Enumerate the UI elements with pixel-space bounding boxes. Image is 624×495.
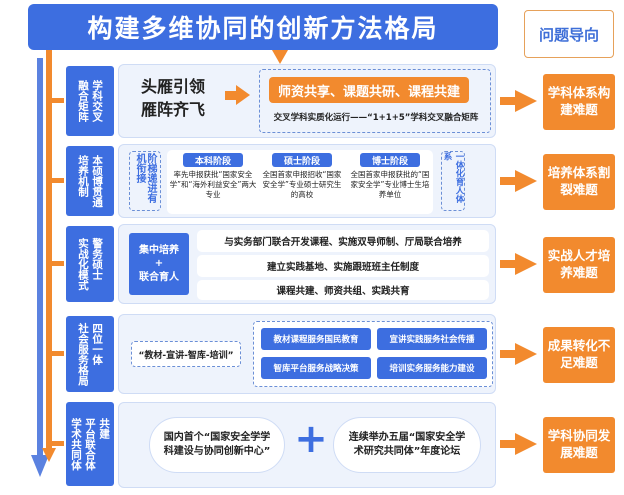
spine-orange-arrow [42, 448, 56, 462]
row2-stage-2: 硕士阶段 全国首家申报招收“国家安全学”专业硕士研究生的高校 [259, 153, 345, 200]
row2-stage-3: 博士阶段 全国首家申报获批的“国家安全学”专业博士生培养单位 [347, 153, 433, 200]
stage-undergrad-desc: 率先申报获批“国家安全学”和“海外利益安全”两大专业 [169, 170, 257, 200]
row2-arrow-stem [500, 177, 516, 185]
row5-label-col2: 平台联合体 [84, 417, 97, 471]
stage-master-desc: 全国首家申报招收“国家安全学”专业硕士研究生的高校 [262, 170, 342, 200]
row4-item-1: 教材课程服务国民教育 [261, 328, 371, 350]
row2-stage-1: 本科阶段 率先申报获批“国家安全学”和“海外利益安全”两大专业 [169, 153, 257, 200]
spine-top-connector [46, 50, 52, 58]
row2-right-tag: 一体化育人体系 [442, 152, 464, 203]
row4-arrow-icon [515, 343, 537, 365]
row1-slogan-line1: 头雁引领 [141, 77, 206, 96]
row2-left-tag: 阶梯递进有机衔接 [134, 153, 156, 203]
row2-label-col1: 培养机制 [77, 154, 89, 197]
row2-left-tag-frame: 阶梯递进有机衔接 [129, 151, 161, 211]
row1-dashed-frame [259, 69, 491, 133]
problem-box-2: 培养体系割裂难题 [543, 154, 615, 210]
row5-label-col3: 共建 [98, 417, 111, 439]
row1-inner-arrow-icon [236, 85, 250, 105]
row4-panel: “教材-宣讲-智库-培训” 教材课程服务国民教育 宣讲实践服务社会传播 智库平台… [118, 314, 496, 394]
row2-spine-tick [52, 178, 64, 183]
row3-mode-top: 集中培养 [139, 244, 179, 256]
row1-spine-tick [52, 98, 64, 103]
row5-label: 学术共同体 平台联合体 共建 [66, 402, 114, 486]
row2-label: 培养机制 本硕博贯通 [66, 146, 114, 216]
row3-label-col1: 实战化模式 [77, 237, 89, 291]
stage-doctor-desc: 全国首家申报获批的“国家安全学”专业博士生培养单位 [350, 170, 430, 200]
row4-spine-tick [52, 351, 64, 356]
row1-highlight: 师资共享、课题共研、课程共建 [269, 77, 469, 103]
row3-mode-plus: + [154, 258, 164, 270]
row1-label-col2: 学科交叉 [91, 80, 104, 122]
row1-inner-arrow-stem [225, 91, 237, 100]
stage-undergrad-title: 本科阶段 [183, 153, 243, 167]
row3-mode-button: 集中培养 + 联合育人 [129, 233, 189, 295]
row5-arrow-icon [515, 433, 537, 455]
row5-arrow-stem [500, 440, 516, 448]
row5-panel: 国内首个“国家安全学学科建设与协同创新中心” + 连续举办五届“国家安全学术研究… [118, 402, 496, 488]
row4-arrow-stem [500, 350, 516, 358]
row1-label-col1: 融合矩阵 [77, 80, 89, 122]
row3-item-3: 课程共建、师资共组、实践共育 [197, 280, 489, 300]
row1-caption: 交叉学科实质化运行——“1+1+5”学科交叉融合矩阵 [273, 113, 479, 123]
row2-right-tag-frame: 一体化育人体系 [441, 151, 465, 211]
row5-label-col1: 学术共同体 [69, 417, 82, 471]
row3-mode-bottom: 联合育人 [139, 271, 179, 283]
row3-arrow-icon [515, 253, 537, 275]
row5-center-bubble: 国内首个“国家安全学学科建设与协同创新中心” [149, 417, 285, 473]
row1-label: 融合矩阵 学科交叉 [66, 66, 114, 136]
row3-panel: 集中培养 + 联合育人 与实务部门联合开发课程、实施双导师制、厅局联合培养 建立… [118, 224, 496, 304]
page-title: 构建多维协同的创新方法格局 [28, 4, 498, 50]
spine-orange-line [46, 58, 52, 448]
row3-item-1: 与实务部门联合开发课程、实施双导师制、厅局联合培养 [197, 230, 489, 252]
stage-master-title: 硕士阶段 [272, 153, 332, 167]
problem-box-4: 成果转化不足难题 [543, 327, 615, 383]
row3-item-2: 建立实践基地、实施跟班班主任制度 [197, 255, 489, 277]
row1-arrow-stem [500, 97, 516, 105]
row4-label: 社会服务格局 四位一体 [66, 316, 114, 392]
problem-header: 问题导向 [524, 10, 614, 58]
row2-arrow-icon [515, 170, 537, 192]
problem-box-5: 学科协同发展难题 [543, 417, 615, 473]
row1-arrow-icon [515, 90, 537, 112]
row5-spine-tick [52, 441, 64, 446]
stage-doctor-title: 博士阶段 [360, 153, 420, 167]
row4-left-tag: “教材-宣讲-智库-培训” [131, 341, 241, 367]
row2-panel: 阶梯递进有机衔接 本科阶段 率先申报获批“国家安全学”和“海外利益安全”两大专业… [118, 144, 496, 218]
row4-item-2: 宣讲实践服务社会传播 [377, 328, 487, 350]
row3-label: 实战化模式 警务硕士 [66, 226, 114, 302]
row1-slogan-line2: 雁阵齐飞 [141, 100, 206, 120]
row3-label-col2: 警务硕士 [91, 237, 104, 280]
title-down-arrow [272, 50, 288, 64]
row1-panel: 头雁引领 雁阵齐飞 师资共享、课题共研、课程共建 交叉学科实质化运行——“1+1… [118, 64, 496, 138]
row3-spine-tick [52, 261, 64, 266]
row4-item-3: 智库平台服务战略决策 [261, 357, 371, 379]
row2-label-col2: 本硕博贯通 [91, 154, 104, 208]
row3-arrow-stem [500, 260, 516, 268]
row4-label-col1: 社会服务格局 [77, 322, 89, 386]
spine-blue-line [37, 58, 43, 458]
row5-forum-bubble: 连续举办五届“国家安全学术研究共同体”年度论坛 [333, 417, 481, 473]
row1-slogan: 头雁引领 雁阵齐飞 [141, 75, 205, 121]
problem-box-3: 实战人才培养难题 [543, 237, 615, 293]
row4-item-4: 培训实务服务能力建设 [377, 357, 487, 379]
row4-label-col2: 四位一体 [91, 322, 104, 365]
problem-box-1: 学科体系构建难题 [543, 74, 615, 130]
plus-icon: + [294, 416, 328, 462]
